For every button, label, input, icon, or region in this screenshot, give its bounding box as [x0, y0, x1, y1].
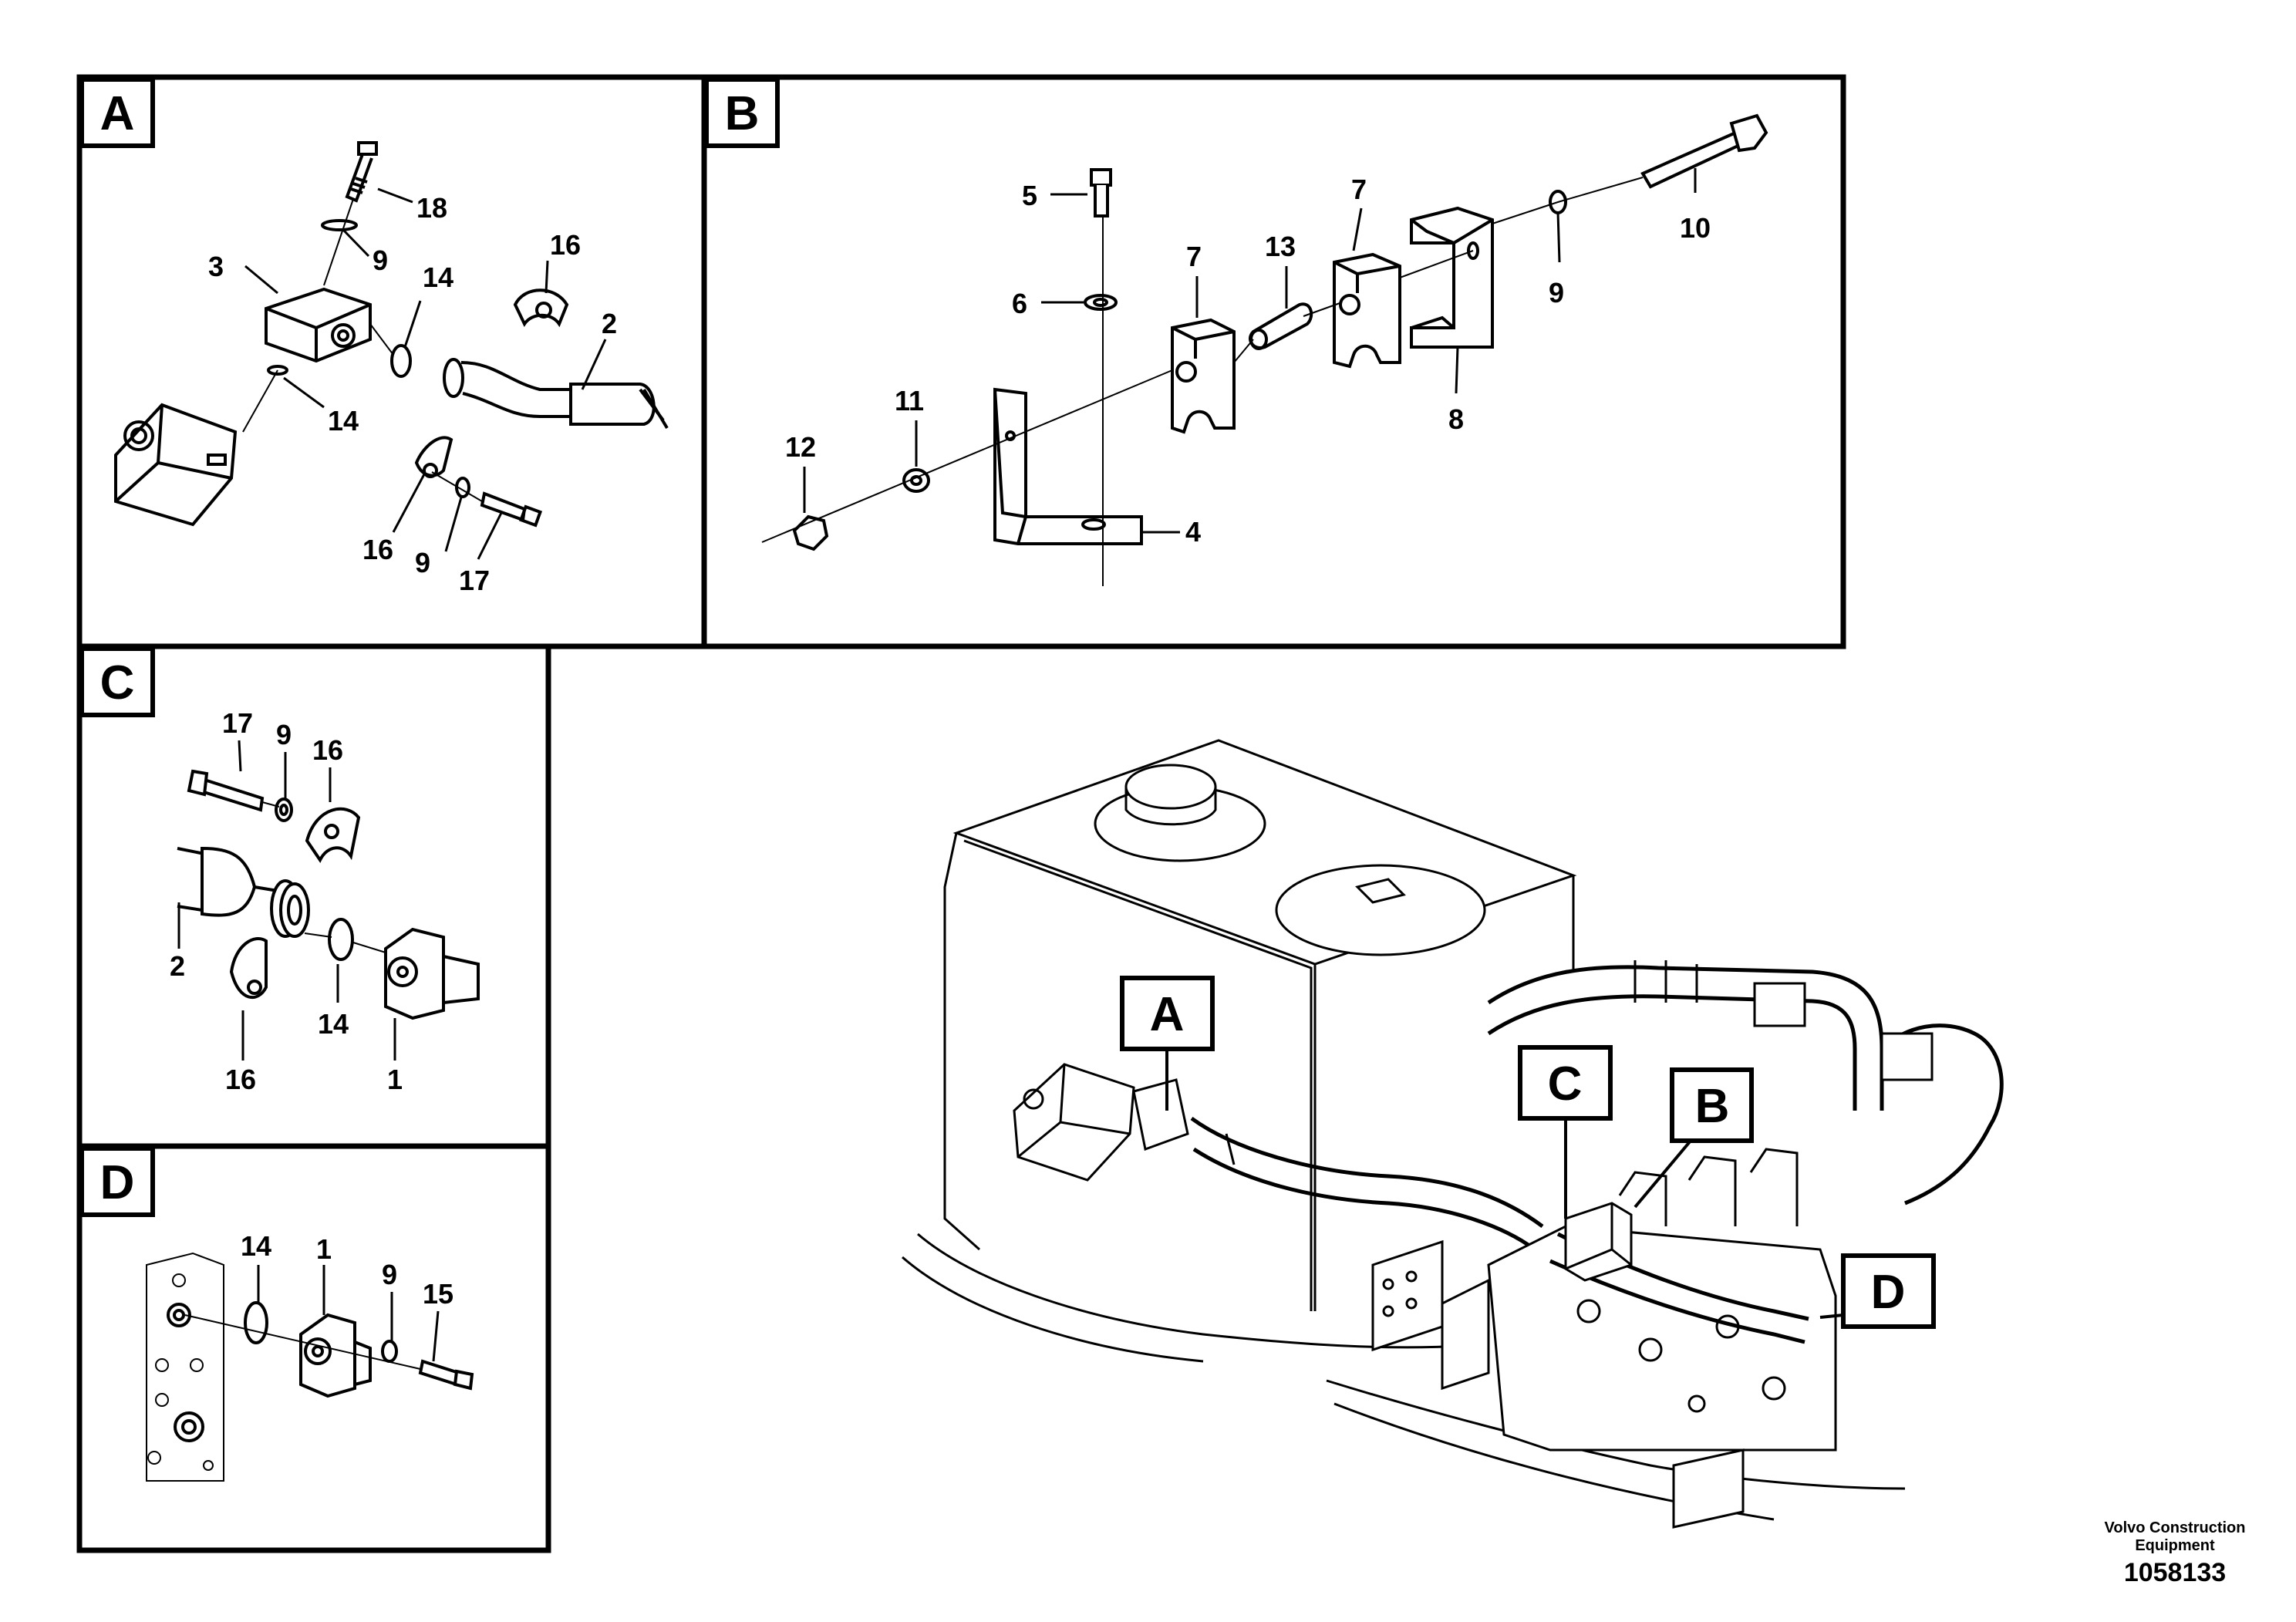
callout-14: 14: [423, 261, 453, 293]
callout-17: 17: [459, 565, 490, 596]
panel-d-labels: D 14 1 9 15: [100, 1156, 453, 1310]
callout-4: 4: [1185, 516, 1201, 548]
callout-16: 16: [312, 734, 343, 766]
panel-b-letter: B: [725, 87, 760, 140]
figure-number: 1058133: [2124, 1558, 2226, 1587]
footer: Volvo Construction Equipment 1058133: [2105, 1519, 2246, 1587]
callout-14: 14: [328, 405, 359, 437]
callout-16: 16: [225, 1064, 256, 1095]
panel-c-letter: C: [100, 656, 135, 710]
panel-b-labels: B 5 6 7 13 7 9 10 8 11 12 4: [725, 87, 1711, 548]
callout-17: 17: [222, 707, 253, 739]
callout-10: 10: [1680, 212, 1711, 244]
panel-a: [76, 74, 707, 649]
callout-11: 11: [895, 385, 924, 416]
overview-callout-c-letter: C: [1548, 1057, 1583, 1111]
callout-12: 12: [785, 431, 816, 463]
panel-a-letter: A: [100, 87, 135, 140]
callout-1: 1: [387, 1064, 403, 1095]
overview-callout-a: A: [1120, 976, 1215, 1051]
callout-1: 1: [316, 1233, 332, 1265]
callout-3: 3: [208, 251, 224, 282]
callout-13: 13: [1265, 231, 1296, 262]
callout-7: 7: [1351, 174, 1367, 205]
overview-callout-c: C: [1518, 1045, 1613, 1121]
overview-callout-b: B: [1670, 1067, 1754, 1143]
callout-15: 15: [423, 1278, 453, 1310]
callout-5: 5: [1022, 180, 1037, 211]
callout-18: 18: [416, 192, 447, 224]
panel-c: [76, 643, 551, 1149]
panel-a-labels: A 18 3 9 14 16 2 14 16 9 17: [100, 87, 617, 596]
callout-9: 9: [276, 719, 292, 750]
callout-9: 9: [415, 547, 430, 578]
callout-14: 14: [241, 1230, 271, 1262]
callout-16: 16: [362, 534, 393, 565]
callout-16: 16: [550, 229, 581, 261]
callout-2: 2: [170, 950, 185, 982]
overview-callout-b-letter: B: [1695, 1080, 1730, 1133]
callout-9: 9: [1549, 277, 1564, 309]
callout-14: 14: [318, 1008, 349, 1040]
overview-callout-a-letter: A: [1150, 988, 1185, 1041]
footer-line-2: Equipment: [2135, 1537, 2215, 1554]
panel-d: [76, 1143, 551, 1553]
panel-d-letter-box: [79, 1146, 155, 1217]
panel-a-letter-box: [79, 77, 155, 148]
panel-c-labels: C 17 9 16 2 14 16 1: [100, 656, 403, 1095]
panel-b: [701, 74, 1846, 649]
callout-9: 9: [373, 244, 388, 276]
callout-9: 9: [382, 1259, 397, 1290]
footer-line-1: Volvo Construction: [2105, 1519, 2246, 1536]
machine-overview: [902, 739, 2004, 1529]
callout-2: 2: [602, 308, 617, 339]
callout-6: 6: [1012, 288, 1027, 319]
overview-callout-d-letter: D: [1871, 1266, 1906, 1319]
callout-7: 7: [1186, 241, 1202, 272]
overview-callout-d: D: [1841, 1253, 1936, 1329]
panel-b-letter-box: [704, 77, 780, 148]
panel-c-letter-box: [79, 646, 155, 717]
callout-8: 8: [1448, 403, 1464, 435]
panel-d-letter: D: [100, 1156, 135, 1209]
